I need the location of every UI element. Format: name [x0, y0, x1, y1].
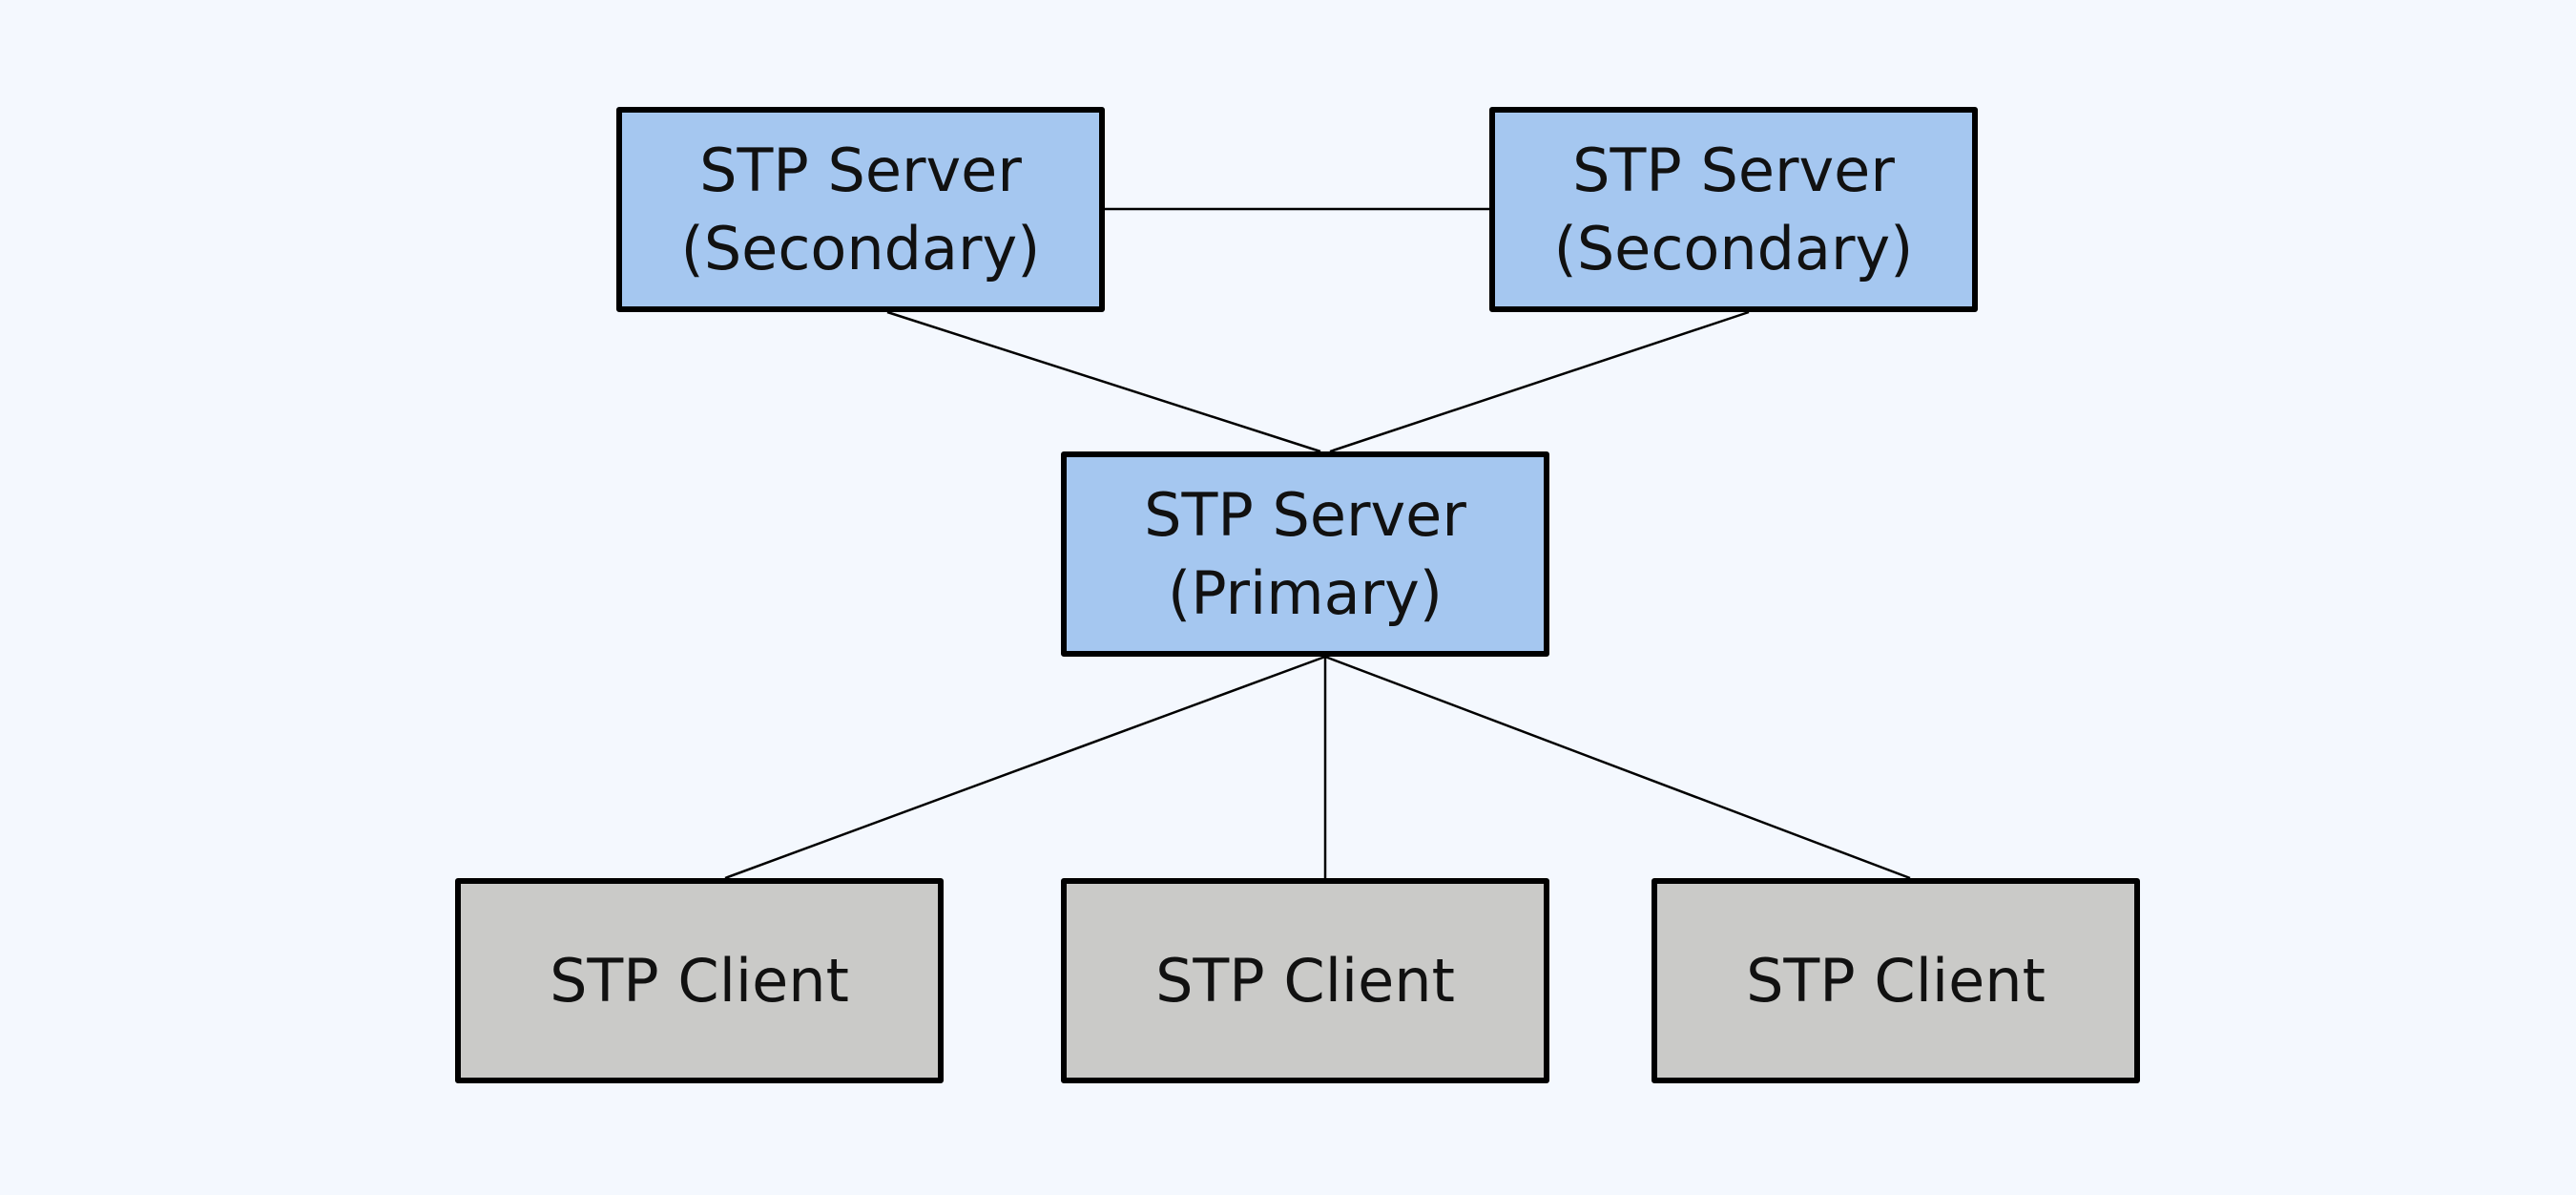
node-title: STP Server	[699, 135, 1022, 205]
node-title: STP Server	[1572, 135, 1895, 205]
node-role: (Secondary)	[680, 213, 1041, 283]
node-label: STP Client	[1746, 945, 2046, 1016]
node-role: (Primary)	[1168, 557, 1443, 628]
stp-client-1: STP Client	[455, 878, 944, 1083]
link-secondary-left-primary	[886, 310, 1321, 453]
stp-client-2: STP Client	[1061, 878, 1549, 1083]
stp-server-secondary-right: STP Server (Secondary)	[1489, 107, 1978, 312]
link-primary-client-3	[1324, 655, 1911, 880]
link-secondary-right-primary	[1329, 310, 1750, 453]
stp-server-secondary-left: STP Server (Secondary)	[616, 107, 1105, 312]
link-primary-client-1	[724, 655, 1326, 880]
stp-client-3: STP Client	[1652, 878, 2140, 1083]
stp-server-primary: STP Server (Primary)	[1061, 451, 1549, 657]
node-role: (Secondary)	[1553, 213, 1914, 283]
node-label: STP Client	[1155, 945, 1455, 1016]
node-title: STP Server	[1144, 479, 1466, 550]
node-label: STP Client	[550, 945, 849, 1016]
